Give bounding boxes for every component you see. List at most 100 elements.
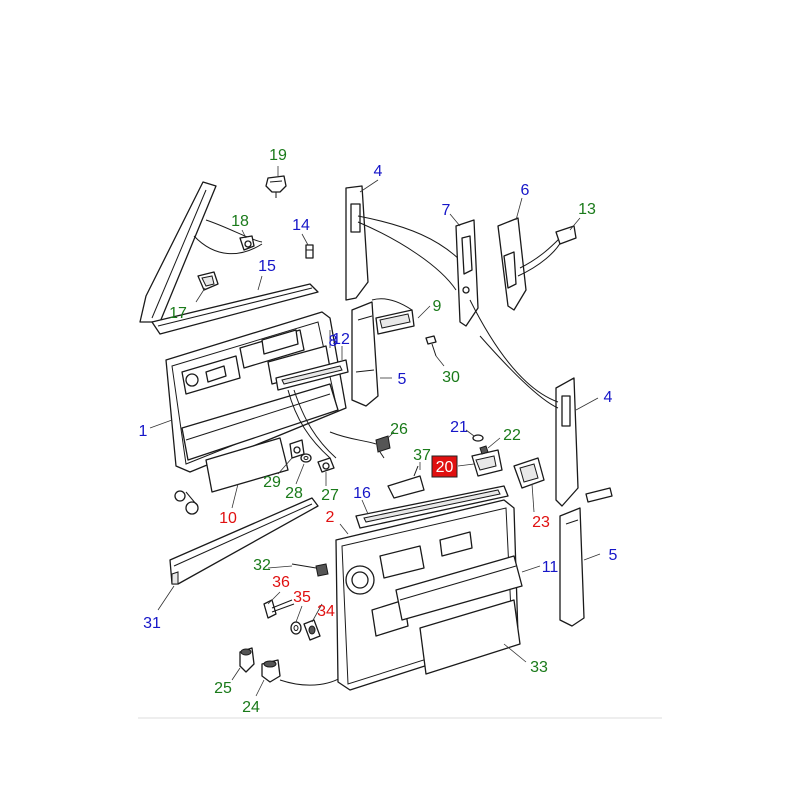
part-pillar-trim-5-lower (559, 507, 601, 627)
part-clip-18 (239, 235, 255, 251)
callout-18[interactable]: 18 (231, 213, 249, 230)
part-clip-front-lower (174, 490, 199, 515)
label-4-lower: 4 (604, 389, 613, 406)
callout-15[interactable]: 15 (258, 258, 276, 275)
part-bezel-20 (457, 449, 503, 477)
callout-10[interactable]: 10 (219, 510, 237, 527)
callout-25[interactable]: 25 (214, 680, 232, 697)
callout-20[interactable]: 20 (431, 455, 458, 478)
callout-labels: 19 4 6 7 13 18 14 15 9 17 8 12 5 30 4 1 … (139, 147, 618, 716)
part-kick-strip-31 (157, 497, 319, 611)
callout-4-lower[interactable]: 4 (604, 389, 613, 406)
part-screw-26 (329, 431, 395, 459)
callout-22[interactable]: 22 (503, 427, 521, 444)
part-bolt-36 (263, 599, 295, 619)
label-34: 34 (317, 603, 335, 620)
callout-26[interactable]: 26 (390, 421, 408, 438)
label-9: 9 (433, 298, 442, 315)
label-8: 8 (329, 333, 338, 350)
label-11: 11 (542, 559, 559, 576)
callout-8[interactable]: 8 (329, 333, 338, 350)
part-pillar-trim-4-upper (345, 179, 463, 301)
callout-35[interactable]: 35 (293, 589, 311, 606)
label-2: 2 (326, 509, 335, 526)
part-stud-14 (305, 244, 314, 259)
callout-5-lower[interactable]: 5 (609, 547, 618, 564)
callout-9[interactable]: 9 (433, 298, 442, 315)
part-pull-12 (275, 346, 349, 459)
label-29: 29 (263, 474, 281, 491)
label-35: 35 (293, 589, 311, 606)
label-5-upper: 5 (398, 371, 407, 388)
callout-23[interactable]: 23 (532, 514, 550, 531)
callout-36[interactable]: 36 (272, 574, 290, 591)
callout-37[interactable]: 37 (413, 447, 431, 464)
part-pad (585, 487, 613, 503)
part-windscreen-pillar-trim (139, 181, 263, 323)
part-clip-25 (239, 647, 255, 673)
label-33: 33 (530, 659, 548, 676)
label-24: 24 (242, 699, 260, 716)
label-31: 31 (143, 615, 161, 632)
label-19: 19 (269, 147, 287, 164)
callout-4-upper[interactable]: 4 (374, 163, 383, 180)
callout-6[interactable]: 6 (521, 182, 530, 199)
callout-27[interactable]: 27 (321, 487, 339, 504)
label-18: 18 (231, 213, 249, 230)
part-trim-7 (449, 213, 479, 327)
callout-28[interactable]: 28 (285, 485, 303, 502)
label-13: 13 (578, 201, 596, 218)
callout-19[interactable]: 19 (269, 147, 287, 164)
callout-16[interactable]: 16 (353, 485, 371, 502)
label-20-box (431, 455, 458, 478)
callout-11[interactable]: 11 (542, 559, 559, 576)
callout-21[interactable]: 21 (450, 419, 468, 436)
label-25: 25 (214, 680, 232, 697)
callout-17[interactable]: 17 (169, 305, 187, 322)
part-handle-37 (387, 462, 425, 499)
label-36: 36 (272, 574, 290, 591)
label-20: 20 (436, 459, 454, 476)
callout-24[interactable]: 24 (242, 699, 260, 716)
callout-7[interactable]: 7 (442, 202, 451, 219)
part-capping-15 (151, 275, 319, 335)
label-10: 10 (219, 510, 237, 527)
label-4-upper: 4 (374, 163, 383, 180)
part-pillar-trim-4-lower (469, 299, 599, 507)
part-nut-27 (317, 457, 335, 486)
label-14: 14 (292, 217, 310, 234)
callout-34[interactable]: 34 (317, 603, 335, 620)
label-16: 16 (353, 485, 371, 502)
label-32: 32 (253, 557, 271, 574)
callout-32[interactable]: 32 (253, 557, 271, 574)
callout-33[interactable]: 33 (530, 659, 548, 676)
label-12: 12 (332, 331, 350, 348)
part-pillar-trim-5-upper (351, 301, 392, 407)
callout-1[interactable]: 1 (139, 423, 148, 440)
callout-31[interactable]: 31 (143, 615, 161, 632)
part-handle-9 (371, 298, 431, 335)
label-30: 30 (442, 369, 460, 386)
label-27: 27 (321, 487, 339, 504)
callout-13[interactable]: 13 (578, 201, 596, 218)
label-17: 17 (169, 305, 187, 322)
part-screw-21 (465, 429, 484, 442)
callout-12[interactable]: 12 (332, 331, 350, 348)
part-screw-22 (479, 437, 501, 455)
callout-29[interactable]: 29 (263, 474, 281, 491)
label-5-lower: 5 (609, 547, 618, 564)
part-screw-32 (291, 563, 329, 577)
part-washer-28 (295, 453, 312, 485)
label-6: 6 (521, 182, 530, 199)
part-trim-6 (497, 197, 563, 311)
callout-2[interactable]: 2 (326, 509, 335, 526)
label-37: 37 (413, 447, 431, 464)
callout-30[interactable]: 30 (442, 369, 460, 386)
callout-14[interactable]: 14 (292, 217, 310, 234)
callout-5-upper[interactable]: 5 (398, 371, 407, 388)
part-screw-30 (425, 335, 445, 367)
leader-lines (231, 166, 323, 697)
part-clip-17 (195, 271, 219, 303)
